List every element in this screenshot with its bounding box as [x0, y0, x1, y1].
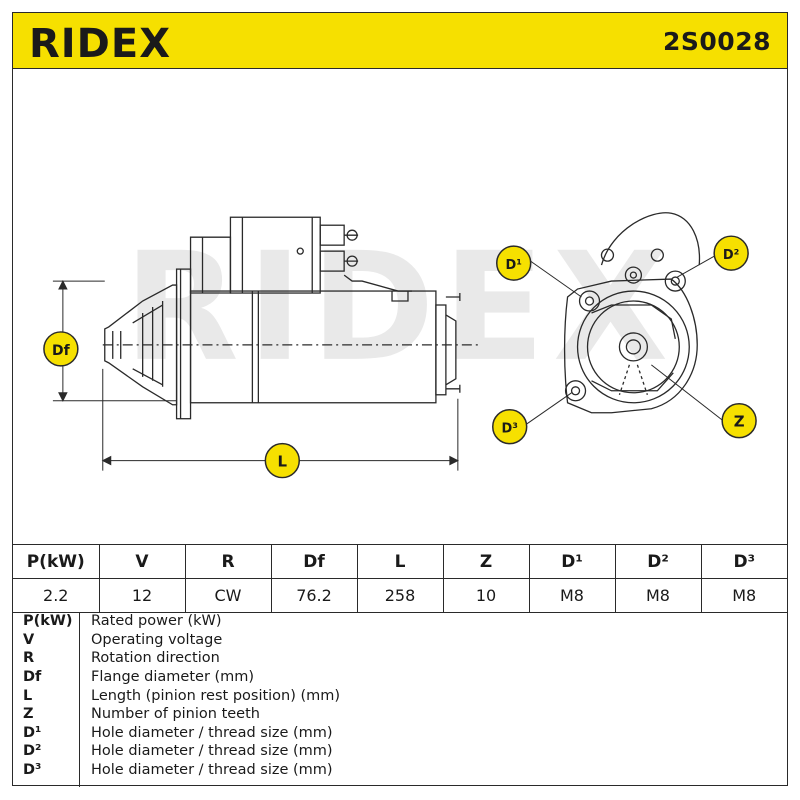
spec-header-cell: V	[98, 544, 186, 579]
legend-desc: Rotation direction	[91, 650, 220, 667]
badge-df-label: Df	[52, 343, 71, 359]
leader-lines	[525, 250, 724, 426]
spec-header-cell: D²	[614, 544, 702, 579]
legend-row: D² Hole diameter / thread size (mm)	[13, 742, 787, 761]
spec-value-cell: 10	[442, 578, 530, 613]
legend-key: P(kW)	[23, 613, 73, 630]
badge-d1-label: D¹	[505, 258, 521, 273]
legend-key: L	[23, 687, 33, 704]
spec-header-row: P(kW) V R Df L Z D¹ D² D³	[13, 544, 787, 579]
watermark: RIDEX	[124, 221, 677, 395]
legend-key: V	[23, 631, 35, 648]
spec-value-cell: 76.2	[270, 578, 358, 613]
ridex-logo: RIDEX	[29, 21, 171, 63]
legend-desc: Rated power (kW)	[91, 613, 222, 630]
spec-value-cell: 2.2	[13, 578, 100, 613]
starter-side-view	[102, 216, 482, 420]
spec-header-cell: Df	[270, 544, 358, 579]
spec-header-cell: D¹	[528, 544, 616, 579]
legend-row: P(kW) Rated power (kW)	[13, 612, 787, 631]
spec-value-cell: CW	[184, 578, 272, 613]
l-dimension-line	[101, 368, 459, 471]
legend-desc: Flange diameter (mm)	[91, 669, 255, 686]
badge-z-label: Z	[734, 413, 745, 431]
legend-key: D¹	[23, 724, 42, 741]
badge-d3: D³	[492, 408, 528, 445]
legend-desc: Hole diameter / thread size (mm)	[91, 743, 333, 760]
spec-header-cell: R	[184, 544, 272, 579]
spec-value-cell: 12	[98, 578, 186, 613]
badge-d1: D¹	[496, 245, 532, 281]
spec-header-cell: D³	[700, 544, 787, 579]
legend-key: Df	[23, 669, 42, 686]
legend-key: R	[23, 650, 35, 667]
legend: P(kW) Rated power (kW) V Operating voltage…	[13, 612, 787, 787]
spec-value-row: 2.2 12 CW 76.2 258 10 M8 M8 M8	[13, 578, 787, 613]
part-number: 2S0028	[663, 27, 771, 56]
datasheet: RIDEX 2S0028 RIDEX	[12, 12, 788, 787]
legend-row: D¹ Hole diameter / thread size (mm)	[13, 724, 787, 743]
legend-desc: Length (pinion rest position) (mm)	[91, 687, 341, 704]
legend-desc: Operating voltage	[91, 631, 223, 648]
legend-row: Z Number of pinion teeth	[13, 705, 787, 724]
legend-row: R Rotation direction	[13, 649, 787, 668]
spec-header-cell: P(kW)	[13, 544, 100, 579]
legend-key: D³	[23, 762, 42, 779]
legend-divider	[79, 612, 80, 787]
legend-desc: Number of pinion teeth	[91, 706, 260, 723]
spec-header-cell: Z	[442, 544, 530, 579]
badge-df: Df	[43, 331, 79, 367]
legend-key: D²	[23, 743, 42, 760]
spec-header-cell: L	[356, 544, 444, 579]
badge-d2: D²	[713, 235, 749, 271]
spec-value-cell: M8	[614, 578, 702, 613]
badge-l-label: L	[278, 453, 288, 471]
spec-value-cell: 258	[356, 578, 444, 613]
spec-value-cell: M8	[700, 578, 787, 613]
technical-drawing: RIDEX	[43, 212, 757, 479]
legend-row: Df Flange diameter (mm)	[13, 668, 787, 687]
header-bar: RIDEX 2S0028	[13, 13, 787, 69]
legend-row: L Length (pinion rest position) (mm)	[13, 686, 787, 705]
legend-key: Z	[23, 706, 34, 723]
spec-value-cell: M8	[528, 578, 616, 613]
legend-row: V Operating voltage	[13, 631, 787, 650]
legend-desc: Hole diameter / thread size (mm)	[91, 724, 333, 741]
legend-desc: Hole diameter / thread size (mm)	[91, 762, 333, 779]
spec-table: P(kW) V R Df L Z D¹ D² D³ 2.2 12 CW 76.2…	[13, 544, 787, 613]
badge-z: Z	[721, 403, 757, 439]
badge-d3-label: D³	[501, 422, 517, 437]
brand-logo-text: RIDEX	[29, 21, 171, 63]
badge-d2-label: D²	[723, 248, 739, 263]
starter-front-view	[563, 212, 701, 414]
badge-l: L	[264, 442, 301, 479]
legend-row: D³ Hole diameter / thread size (mm)	[13, 761, 787, 780]
